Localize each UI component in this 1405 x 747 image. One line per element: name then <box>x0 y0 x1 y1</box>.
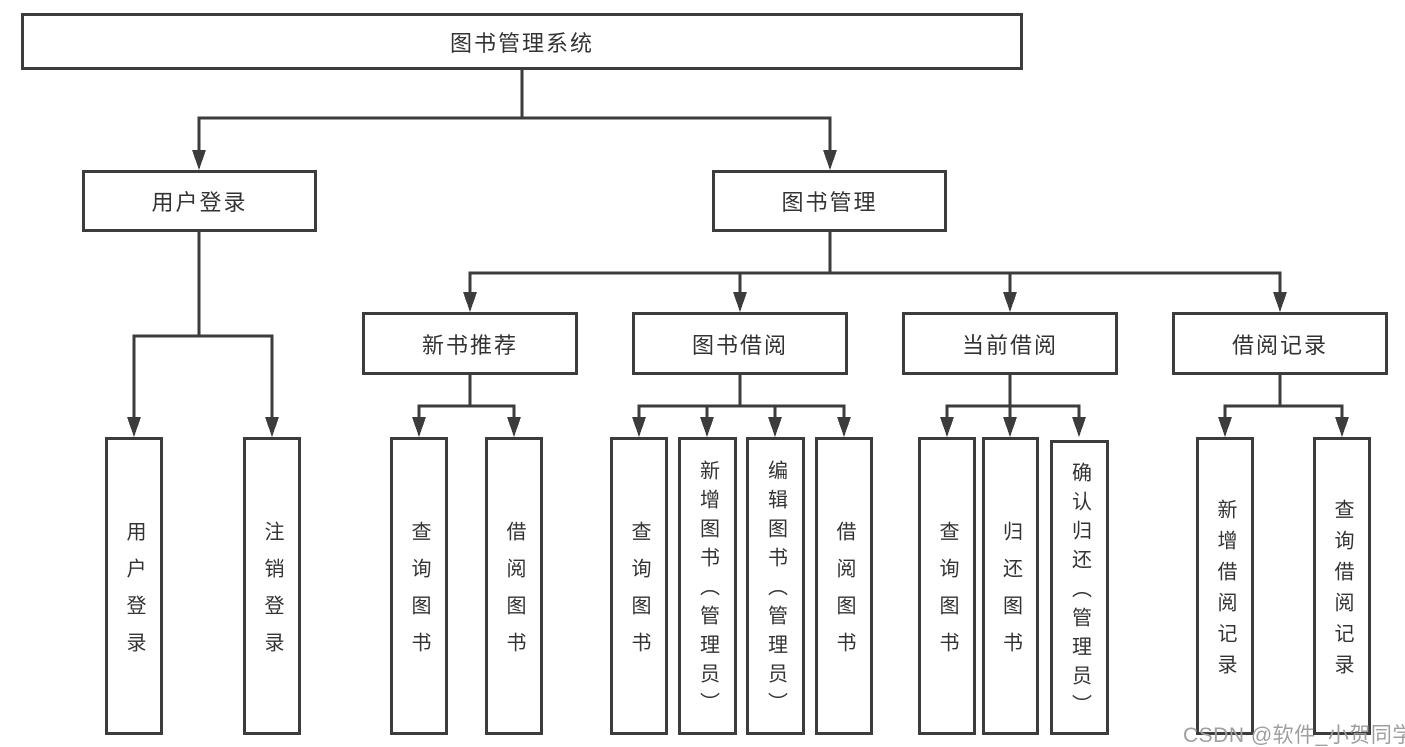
leaf-label: 查询借阅记录 <box>1331 498 1353 685</box>
leaf-query-borrow-record: 查询借阅记录 <box>1313 437 1371 735</box>
node-current-borrow: 当前借阅 <box>902 312 1118 375</box>
leaf-return-book: 归还图书 <box>982 437 1039 735</box>
leaf-edit-book-admin: 编辑图书（管理员） <box>746 437 805 735</box>
node-library-management-system: 图书管理系统 <box>21 13 1023 70</box>
leaf-label: 注销登录 <box>261 520 283 669</box>
leaf-label: 查询图书 <box>628 520 650 669</box>
leaf-add-borrow-record: 新增借阅记录 <box>1196 437 1254 735</box>
leaf-label: 借阅图书 <box>503 520 525 669</box>
leaf-query-books-borrow: 查询图书 <box>610 437 668 735</box>
leaf-label: 新增图书（管理员） <box>696 460 719 721</box>
leaf-logout: 注销登录 <box>243 437 301 735</box>
leaf-label: 编辑图书（管理员） <box>764 460 787 721</box>
leaf-label: 查询图书 <box>936 520 958 669</box>
leaf-user-login: 用户登录 <box>105 437 163 735</box>
leaf-label: 借阅图书 <box>833 520 855 669</box>
leaf-label: 查询图书 <box>408 520 430 669</box>
node-borrow-records: 借阅记录 <box>1172 312 1388 375</box>
leaf-borrow-books-recommend: 借阅图书 <box>485 437 543 735</box>
node-book-borrow: 图书借阅 <box>632 312 848 375</box>
leaf-query-books-recommend: 查询图书 <box>390 437 448 735</box>
leaf-label: 归还图书 <box>999 520 1022 669</box>
arrowheads <box>127 150 1349 437</box>
connector-lines <box>132 68 1344 419</box>
node-new-book-recommend: 新书推荐 <box>362 312 578 375</box>
node-user-login: 用户登录 <box>82 170 317 232</box>
leaf-label: 用户登录 <box>123 520 145 669</box>
leaf-confirm-return-admin: 确认归还（管理员） <box>1050 440 1109 735</box>
leaf-borrow-book: 借阅图书 <box>815 437 873 735</box>
leaf-label: 确认归还（管理员） <box>1068 461 1091 723</box>
leaf-add-book-admin: 新增图书（管理员） <box>678 437 737 735</box>
leaf-query-books-current: 查询图书 <box>918 437 976 735</box>
csdn-watermark: CSDN @软件_小贺同学 <box>1183 724 1405 747</box>
leaf-label: 新增借阅记录 <box>1214 498 1236 685</box>
node-book-management: 图书管理 <box>712 170 947 232</box>
